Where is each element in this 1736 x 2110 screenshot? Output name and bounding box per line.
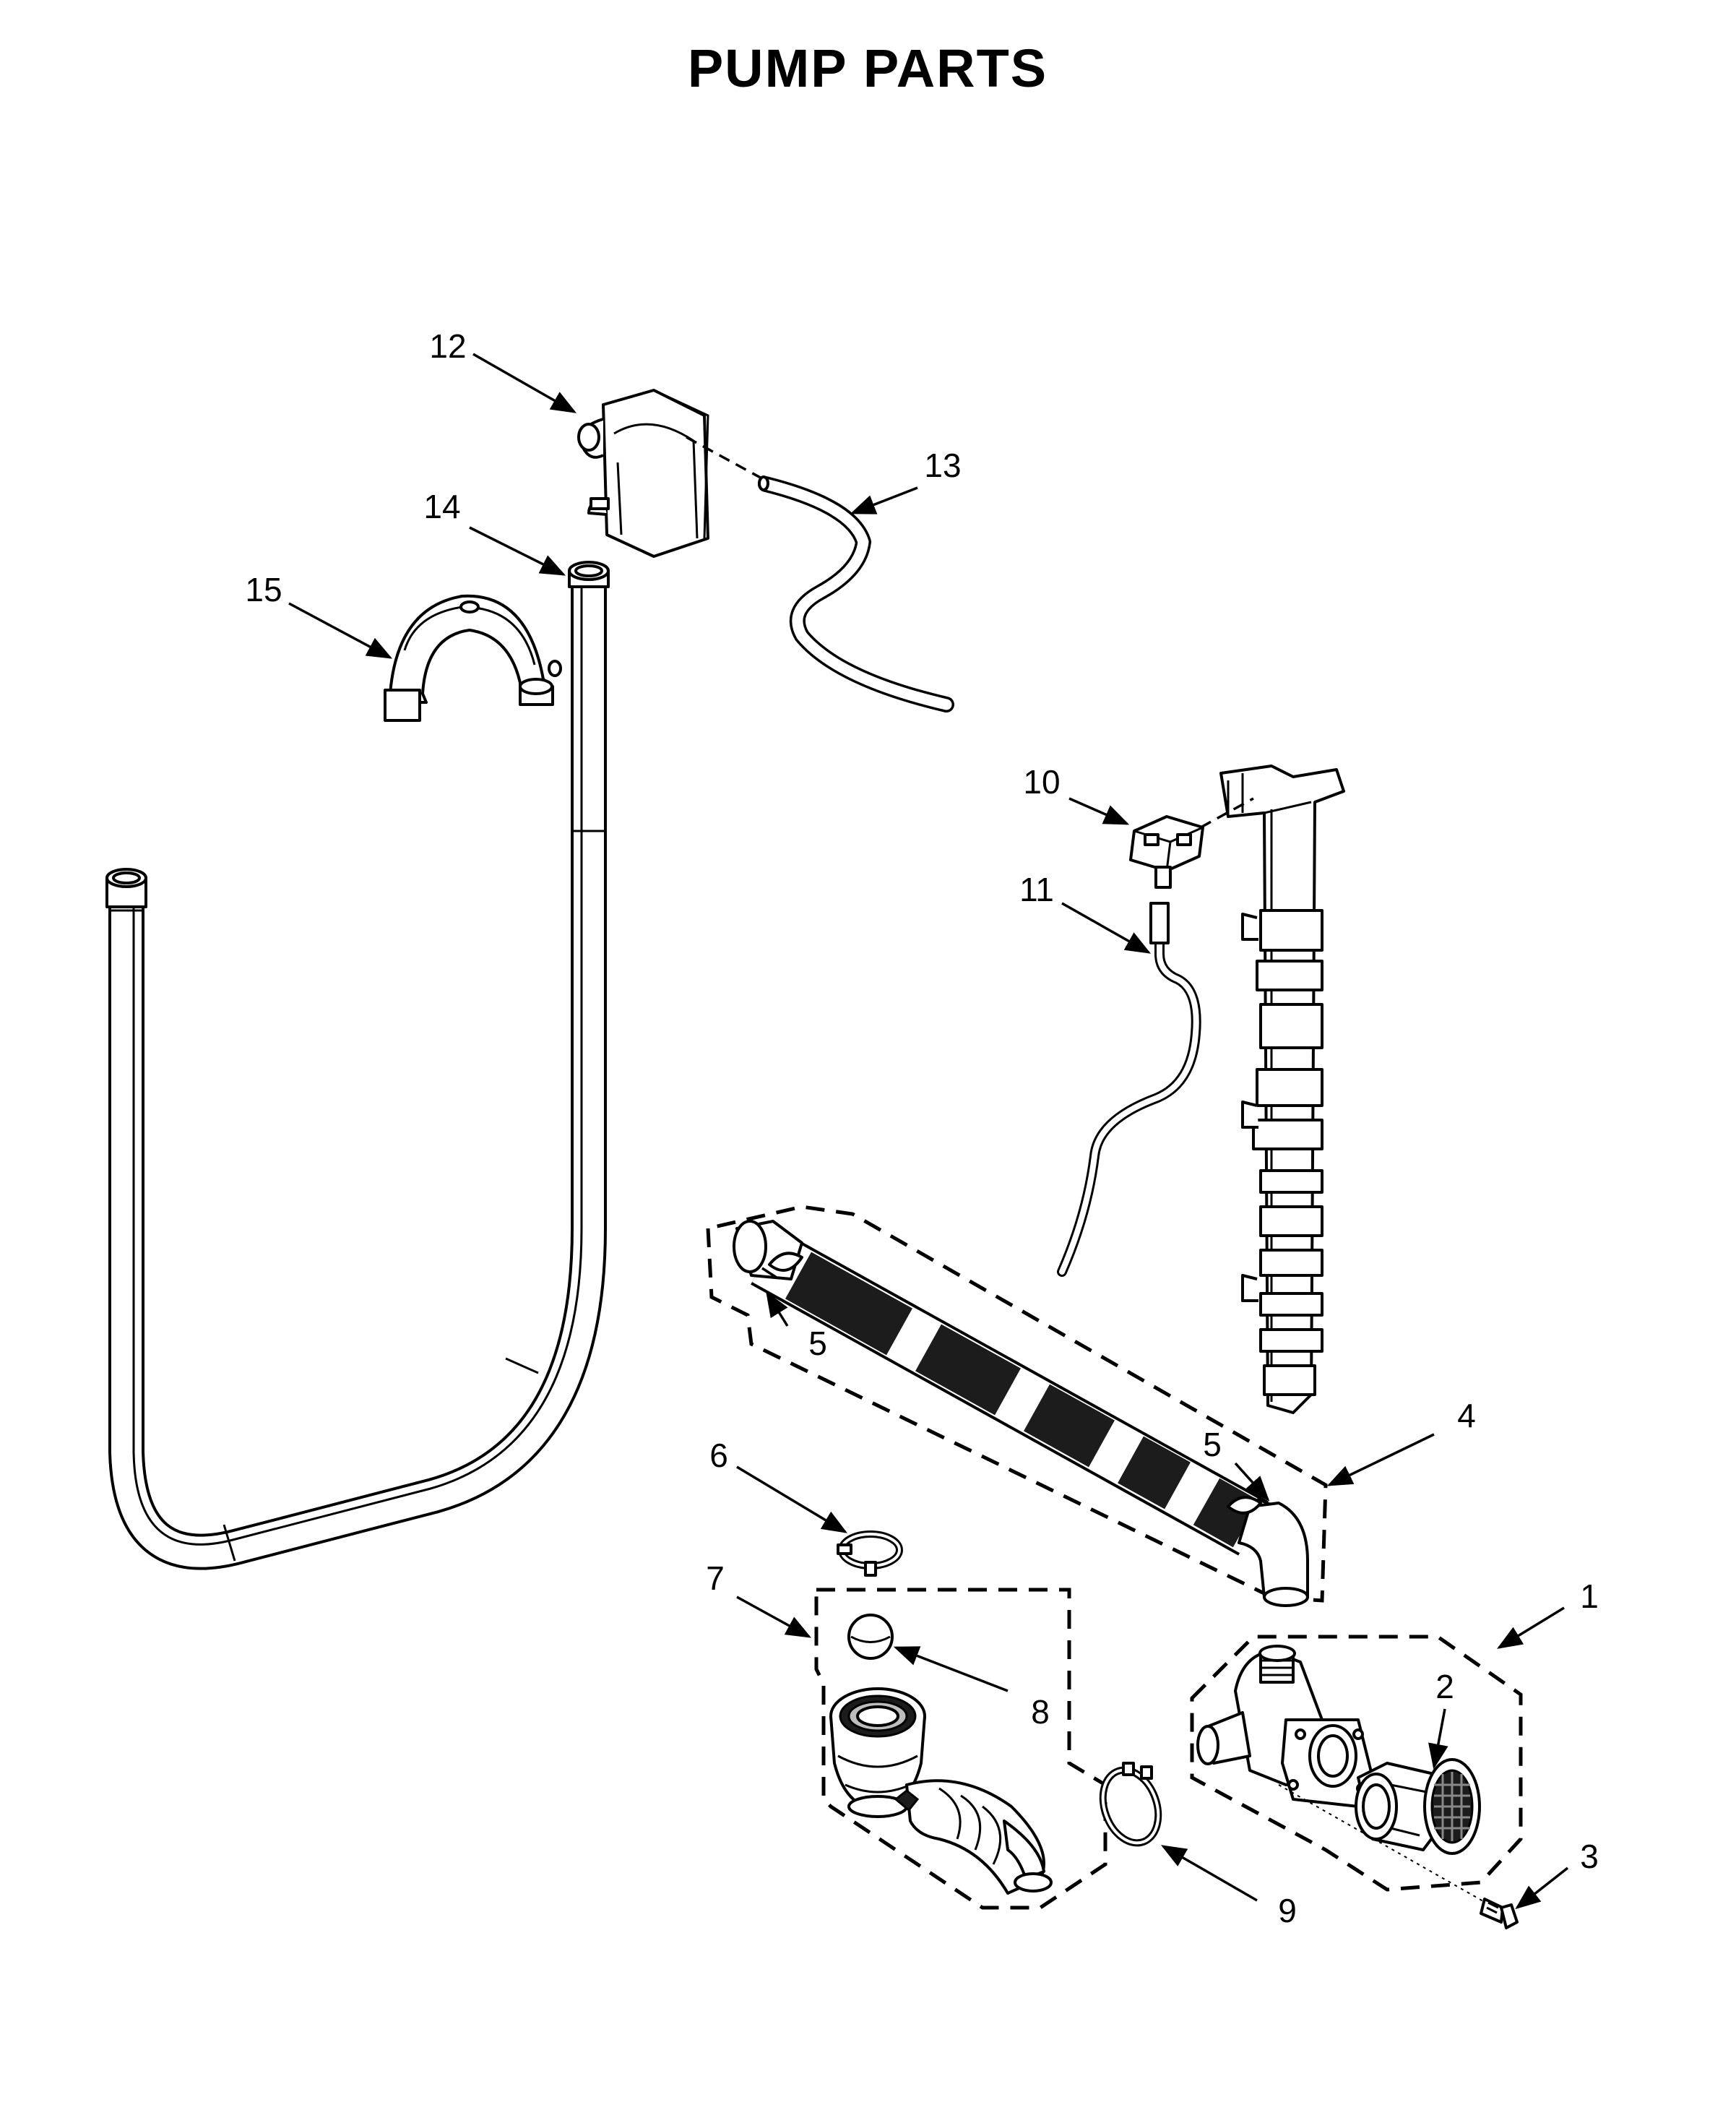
check-ball-part-8 xyxy=(847,1614,894,1660)
vent-chamber-part-12 xyxy=(577,389,709,558)
vent-tube-part-13 xyxy=(758,475,954,712)
callout-15: 15 xyxy=(245,571,282,608)
callout-11: 11 xyxy=(1019,871,1054,908)
pump-part-1 xyxy=(1196,1645,1374,1808)
page-title: PUMP PARTS xyxy=(688,38,1048,98)
screw-part-3 xyxy=(1278,1784,1519,1929)
callout-14: 14 xyxy=(423,488,460,525)
pump-cover-part-2 xyxy=(1355,1758,1481,1855)
callout-10: 10 xyxy=(1023,763,1060,801)
callout-6: 6 xyxy=(709,1437,728,1474)
callout-13: 13 xyxy=(924,447,961,484)
sump-part-7 xyxy=(829,1687,1053,1895)
clamp-part-6 xyxy=(837,1530,903,1577)
clamp-part-9 xyxy=(1099,1762,1162,1847)
callout-9: 9 xyxy=(1278,1892,1297,1929)
sump-assembly-outline-part-7 xyxy=(814,1588,1107,1910)
callout-4: 4 xyxy=(1457,1397,1476,1434)
callout-12: 12 xyxy=(429,327,466,365)
callout-2: 2 xyxy=(1435,1668,1454,1705)
hose-bracket-part-15 xyxy=(384,594,562,722)
callout-5b: 5 xyxy=(1203,1426,1222,1463)
callout-1: 1 xyxy=(1580,1577,1599,1615)
callout-3: 3 xyxy=(1580,1838,1599,1875)
callout-5a: 5 xyxy=(808,1325,827,1362)
pressure-hose-part-11 xyxy=(1057,902,1201,1277)
pressure-switch-part-10 xyxy=(1129,815,1204,889)
leader-lines xyxy=(288,353,1569,1910)
callout-8: 8 xyxy=(1031,1693,1050,1731)
callout-7: 7 xyxy=(706,1559,725,1597)
corrugated-hose-part-4 xyxy=(733,1220,1309,1607)
side-bracket xyxy=(1219,765,1345,1414)
drain-hose-part-14 xyxy=(105,561,610,1570)
